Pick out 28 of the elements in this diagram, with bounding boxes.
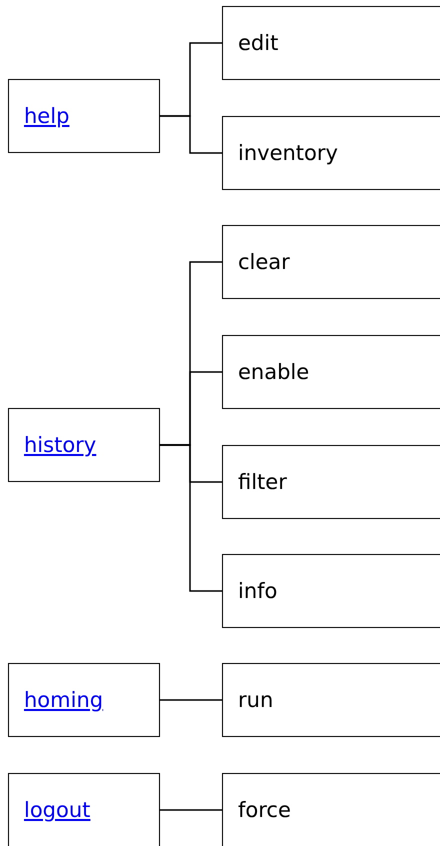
node-box — [222, 116, 440, 190]
command-label: run — [238, 688, 274, 712]
node-box — [222, 6, 440, 80]
node-box — [222, 554, 440, 628]
node-box — [222, 335, 440, 409]
node-box — [8, 408, 160, 482]
connector-line — [160, 809, 222, 811]
command-link: homing — [24, 688, 104, 712]
node-box — [222, 663, 440, 737]
command-label: edit — [238, 31, 278, 55]
node-box — [8, 663, 160, 737]
node-box — [222, 773, 440, 846]
command-link: logout — [24, 798, 90, 822]
node-box — [222, 445, 440, 519]
command-label: filter — [238, 470, 287, 494]
node-box — [8, 79, 160, 153]
command-label: info — [238, 579, 278, 603]
node-box — [222, 225, 440, 299]
connector-line — [160, 444, 222, 592]
command-label: clear — [238, 250, 290, 274]
node-box — [8, 773, 160, 846]
connector-line — [160, 699, 222, 701]
connector-line — [160, 115, 222, 154]
command-label: enable — [238, 360, 310, 384]
command-label: inventory — [238, 141, 338, 165]
command-link: history — [24, 433, 96, 457]
command-label: force — [238, 798, 291, 822]
command-link: help — [24, 104, 70, 128]
